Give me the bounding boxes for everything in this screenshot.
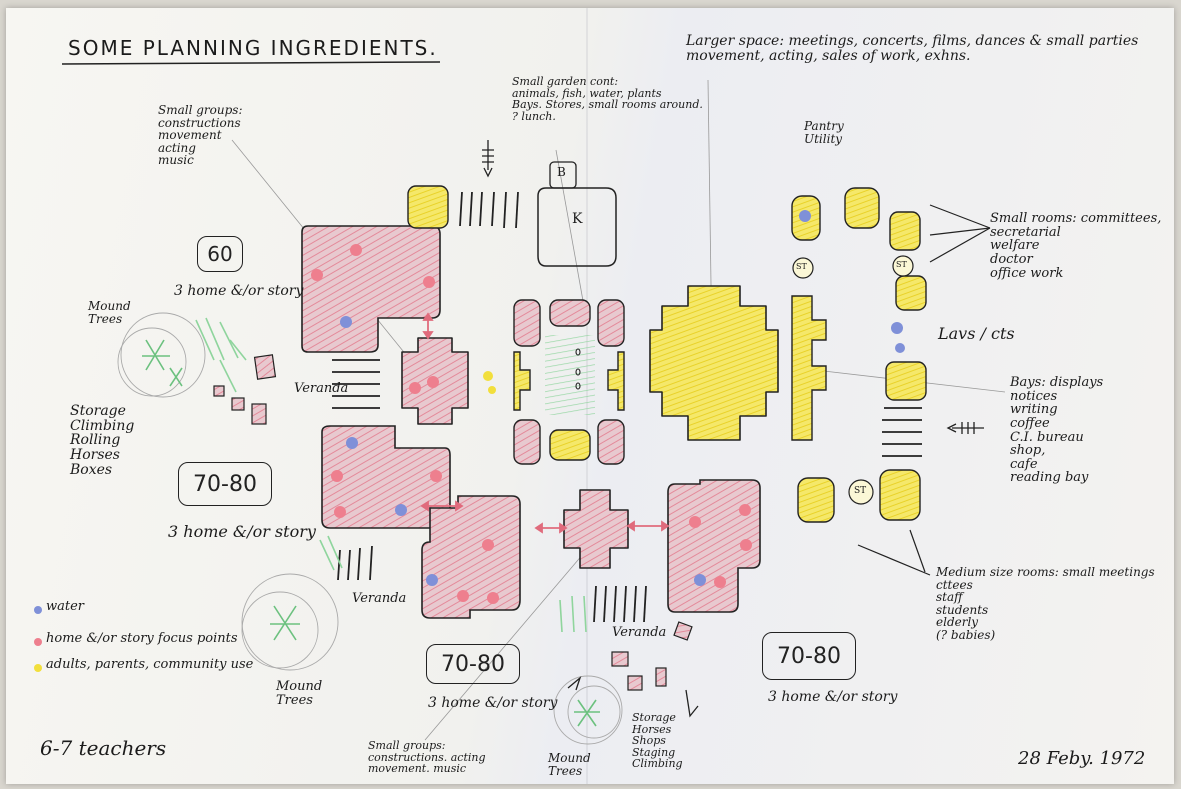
legend-water-dot (34, 606, 42, 614)
staff-note: 6-7 teachers (40, 736, 167, 760)
larger-space (649, 285, 779, 441)
cross-room-bottom (563, 489, 629, 569)
title-underline (61, 61, 441, 65)
note-lavs: Lavs / cts (938, 324, 1015, 343)
label-veranda-bottom-left: Veranda (352, 591, 407, 606)
home-group-label: 3 home &/or story (174, 283, 304, 299)
home-group-label: 3 home &/or story (428, 695, 558, 711)
home-group-count: 70-80 (426, 644, 520, 684)
note-pantry: Pantry Utility (804, 119, 844, 146)
legend-adult-label: adults, parents, community use (46, 657, 254, 672)
label-room-b: B (557, 165, 566, 179)
label-st-1: ST (796, 262, 807, 271)
label-st-2: ST (896, 260, 907, 269)
note-small-groups-bottom: Small groups: constructions. acting move… (368, 739, 486, 776)
note-mound-trees-bottom: Mound Trees (548, 751, 591, 778)
date-note: 28 Feby. 1972 (1018, 748, 1146, 769)
room-b (549, 161, 577, 189)
label-st-3: ST (854, 486, 867, 496)
page-title: SOME PLANNING INGREDIENTS. (68, 36, 438, 60)
home-group-count: 70-80 (178, 462, 272, 506)
note-medium-rooms: Medium size rooms: small meetings cttees… (936, 565, 1155, 642)
note-small-rooms: Small rooms: committees, secretarial wel… (990, 211, 1162, 281)
home-block-upper-left (301, 225, 441, 353)
note-bays: Bays: displays notices writing coffee C.… (1010, 375, 1104, 486)
legend-focus-dot (34, 638, 42, 646)
home-group-label: 3 home &/or story (768, 689, 898, 705)
label-veranda-bottom: Veranda (612, 625, 667, 640)
note-larger-space: Larger space: meetings, concerts, films,… (686, 33, 1139, 64)
home-group-count: 60 (197, 236, 243, 272)
legend-adult-dot (34, 664, 42, 672)
home-block-bottom-right (667, 479, 761, 613)
note-mound-trees-left: Mound Trees (88, 299, 131, 326)
home-block-bottom-left (421, 495, 521, 619)
legend-water-label: water (46, 599, 85, 614)
note-storage-bottom: Storage Horses Shops Staging Climbing (632, 711, 683, 771)
note-mound-trees-bottom-left: Mound Trees (276, 679, 323, 708)
home-group-label: 3 home &/or story (168, 522, 316, 541)
note-small-groups-top: Small groups: constructions movement act… (158, 103, 243, 168)
legend-focus-label: home &/or story focus points (46, 631, 238, 646)
note-small-garden: Small garden cont: animals, fish, water,… (512, 75, 703, 123)
kitchen-block (537, 187, 617, 267)
home-block-lower-left (321, 425, 451, 529)
label-veranda-left: Veranda (294, 381, 349, 396)
label-room-k: K (572, 211, 583, 227)
note-storage-left: Storage Climbing Rolling Horses Boxes (70, 403, 135, 478)
home-group-count: 70-80 (762, 632, 856, 680)
